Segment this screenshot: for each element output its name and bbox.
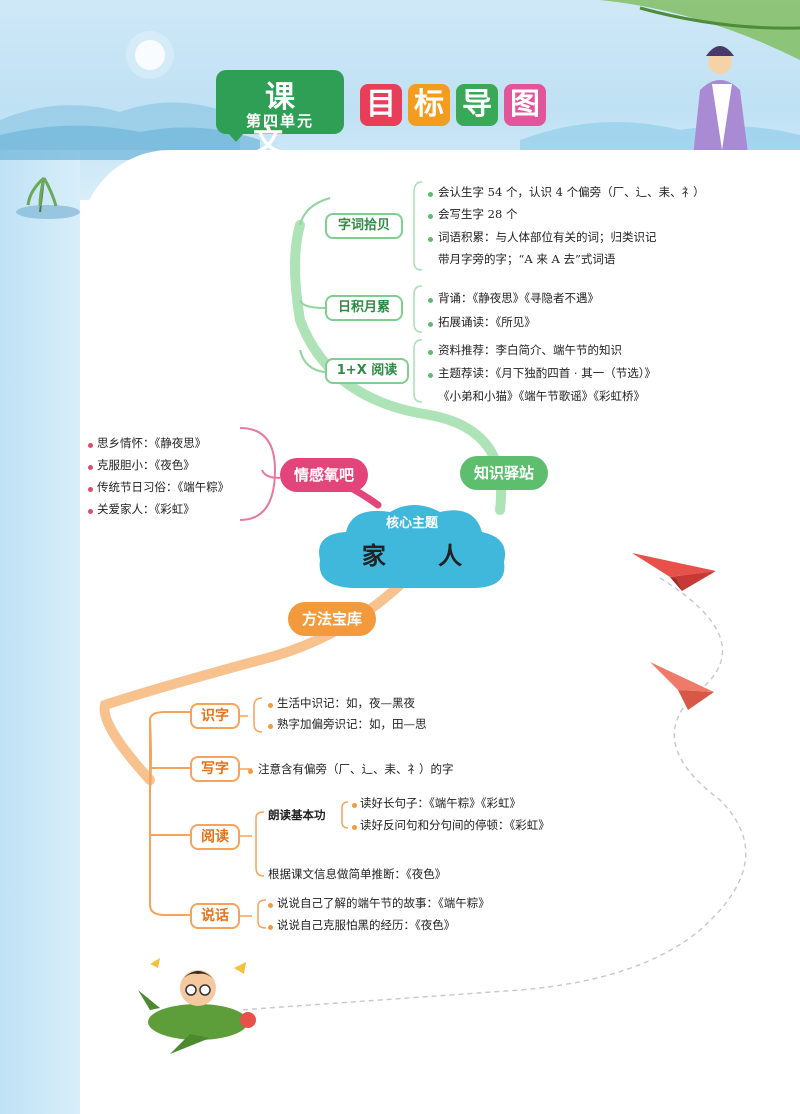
- bullet: [352, 825, 357, 830]
- bullet: [428, 298, 433, 303]
- bullet: [248, 769, 253, 774]
- group-yuedu: 阅读: [190, 824, 240, 850]
- bullet: [352, 803, 357, 808]
- emotion-item-4: 关爱家人：《彩虹》: [97, 502, 195, 516]
- core-label: 核心主题: [385, 516, 438, 531]
- emotion-item-1: 思乡情怀：《静夜思》: [97, 436, 207, 450]
- group-shizi: 识字: [190, 703, 240, 729]
- title-char-2: 标: [408, 84, 450, 126]
- bullet: [88, 443, 93, 448]
- bullet: [428, 192, 433, 197]
- island-willow: [16, 176, 80, 219]
- rijiyuelei-item-2: 拓展诵读：《所见》: [438, 315, 536, 329]
- title-char-1: 目: [360, 84, 402, 126]
- yuedu-sub-label: 朗读基本功: [268, 808, 326, 822]
- paper-plane-icon: [632, 553, 716, 591]
- reading-item-1: 资料推荐：李白简介、端午节的知识: [438, 343, 622, 357]
- bullet: [428, 350, 433, 355]
- bullet: [428, 237, 433, 242]
- title-char-4: 图: [504, 84, 546, 126]
- lesson-badge: 课文 第四单元: [216, 70, 344, 159]
- content-card: [80, 150, 800, 1114]
- group-reading: 1+X 阅读: [325, 358, 409, 384]
- moon-icon: [135, 40, 165, 70]
- group-rijiyuelei: 日积月累: [325, 295, 403, 321]
- core-theme-cloud: 核心主题 家 人: [312, 498, 512, 594]
- yuedu-sub-item-2: 读好反问句和分句间的停顿：《彩虹》: [360, 818, 550, 832]
- rijiyuelei-item-1: 背诵：《静夜思》《寻隐者不遇》: [438, 291, 599, 305]
- bullet: [428, 373, 433, 378]
- badge-tail: [228, 133, 244, 142]
- yuedu-sub-item-1: 读好长句子：《端午粽》《彩虹》: [360, 796, 521, 810]
- zici-item-1: 会认生字 54 个，认识 4 个偏旁（厂、辶、耒、礻）: [438, 185, 705, 199]
- bullet: [268, 724, 273, 729]
- group-shuohua: 说话: [190, 903, 240, 929]
- title-char-3: 导: [456, 84, 498, 126]
- reading-item-2: 主题荐读：《月下独酌四首 · 其一（节选）》: [438, 366, 656, 380]
- knowledge-branch-line: [290, 220, 507, 515]
- method-tree-line: [149, 711, 190, 916]
- branch-knowledge: 知识驿站: [460, 456, 548, 490]
- shizi-item-2: 熟字加偏旁识记：如，田—思: [277, 717, 427, 731]
- bullet: [88, 487, 93, 492]
- bullet: [88, 509, 93, 514]
- emotion-item-2: 克服胆小：《夜色》: [97, 458, 195, 472]
- zici-item-3: 词语积累：与人体部位有关的词；归类识记: [438, 230, 657, 244]
- xiezi-item-1: 注意含有偏旁（厂、辶、耒、礻）的字: [258, 762, 454, 776]
- lesson-label: 课文: [253, 80, 319, 159]
- emotion-brace: [239, 427, 277, 521]
- bullet: [268, 903, 273, 908]
- boy-on-plane-illustration: [138, 958, 256, 1054]
- bullet: [268, 703, 273, 708]
- shizi-item-1: 生活中识记：如，夜—黑夜: [277, 696, 415, 710]
- group-zici: 字词拾贝: [325, 213, 403, 239]
- branch-method: 方法宝库: [288, 602, 376, 636]
- shuohua-item-1: 说说自己了解的端午节的故事：《端午粽》: [277, 896, 490, 910]
- flight-path: [239, 577, 747, 1011]
- bullet: [428, 214, 433, 219]
- shuohua-item-2: 说说自己克服怕黑的经历：《夜色》: [277, 918, 456, 932]
- reading-item-3: 《小弟和小猫》《端午节歌谣》《彩虹桥》: [438, 389, 645, 403]
- unit-label: 第四单元: [245, 112, 314, 130]
- bullet: [88, 465, 93, 470]
- core-title: 家 人: [361, 541, 485, 570]
- bullet: [268, 925, 273, 930]
- emotion-item-3: 传统节日习俗：《端午粽》: [97, 480, 230, 494]
- bullet: [428, 322, 433, 327]
- yuedu-item-1: 根据课文信息做简单推断：《夜色》: [268, 867, 447, 881]
- paper-plane-icon: [650, 662, 714, 710]
- left-water-strip: [0, 150, 80, 1114]
- branch-emotion: 情感氧吧: [280, 458, 368, 492]
- group-xiezi: 写字: [190, 756, 240, 782]
- zici-item-4: 带月字旁的字；“A 来 A 去”式词语: [438, 252, 616, 266]
- zici-item-2: 会写生字 28 个: [438, 207, 518, 221]
